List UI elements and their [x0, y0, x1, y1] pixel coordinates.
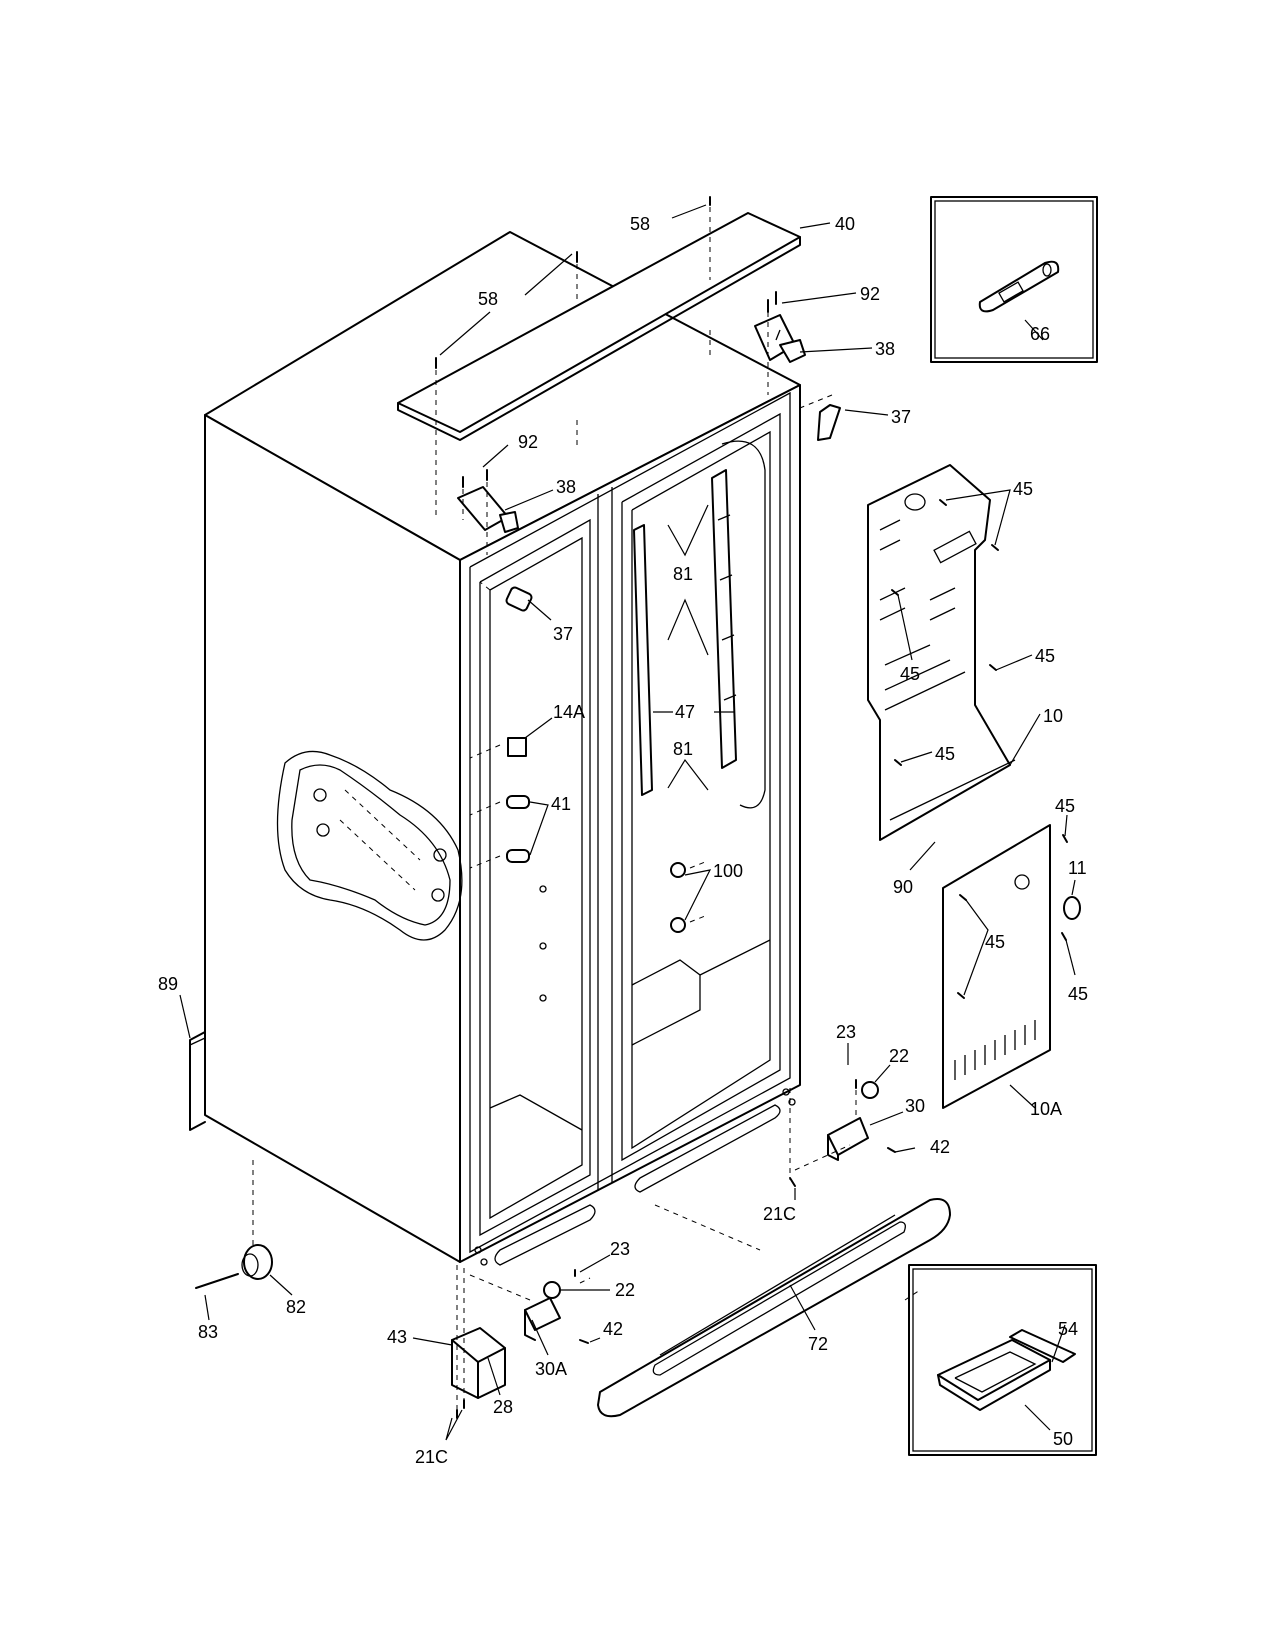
- callout-92-right: 92: [860, 284, 880, 304]
- callout-21C-right: 21C: [763, 1204, 796, 1224]
- callout-45-f: 45: [985, 932, 1005, 952]
- callout-labels: 58 40 58 92 38 37 92 38 37 81 47 14A 41 …: [158, 214, 1088, 1467]
- inset-box-54-50: [908, 1264, 1097, 1456]
- callout-47: 47: [675, 702, 695, 722]
- callout-45-g: 45: [1068, 984, 1088, 1004]
- callout-42-right: 42: [930, 1137, 950, 1157]
- callout-72: 72: [808, 1334, 828, 1354]
- callout-42-left: 42: [603, 1319, 623, 1339]
- access-panel-10A: [942, 824, 1051, 1109]
- plug-11: [1063, 896, 1081, 920]
- screws: [435, 196, 1068, 1419]
- side-bracket-89: [189, 1031, 206, 1131]
- callout-54: 54: [1058, 1319, 1078, 1339]
- callout-50: 50: [1053, 1429, 1073, 1449]
- callout-23-left: 23: [610, 1239, 630, 1259]
- callout-43: 43: [387, 1327, 407, 1347]
- callout-45-b: 45: [900, 664, 920, 684]
- leader-lines: [179, 204, 1076, 1441]
- side-panel-artwork: [276, 750, 463, 941]
- callout-10A: 10A: [1030, 1099, 1062, 1119]
- callout-22-left: 22: [615, 1280, 635, 1300]
- callout-38-left: 38: [556, 477, 576, 497]
- cabinet: [204, 231, 801, 1266]
- alignment-lines: [252, 207, 921, 1410]
- callout-82: 82: [286, 1297, 306, 1317]
- callout-92-left: 92: [518, 432, 538, 452]
- callout-45-e: 45: [1055, 796, 1075, 816]
- callout-90: 90: [893, 877, 913, 897]
- toe-grille-72: [597, 1198, 951, 1418]
- leveler-82: [195, 1244, 273, 1289]
- callout-40: 40: [835, 214, 855, 234]
- switch-14A: [507, 737, 527, 757]
- callout-22-right: 22: [889, 1046, 909, 1066]
- inset-box-66: [930, 196, 1098, 363]
- callout-89: 89: [158, 974, 178, 994]
- callout-100: 100: [713, 861, 743, 881]
- callout-37-left: 37: [553, 624, 573, 644]
- callout-83: 83: [198, 1322, 218, 1342]
- top-hinge-left: [457, 486, 519, 533]
- callout-10: 10: [1043, 706, 1063, 726]
- callout-45-a: 45: [1013, 479, 1033, 499]
- callout-21C-left: 21C: [415, 1447, 448, 1467]
- callout-45-d: 45: [935, 744, 955, 764]
- callout-23-right: 23: [836, 1022, 856, 1042]
- callout-37-top: 37: [891, 407, 911, 427]
- callout-14A: 14A: [553, 702, 585, 722]
- bottom-hinge-right-30: [827, 1081, 879, 1161]
- callout-45-c: 45: [1035, 646, 1055, 666]
- callout-38-right: 38: [875, 339, 895, 359]
- rear-panel-10: [867, 464, 1016, 841]
- callout-81-lower: 81: [673, 739, 693, 759]
- callout-30: 30: [905, 1096, 925, 1116]
- top-hinge-right: [754, 314, 806, 363]
- shelf-supports-100: [670, 862, 686, 933]
- top-cover-40: [397, 212, 801, 441]
- callout-41: 41: [551, 794, 571, 814]
- shelf-rails-47: [633, 469, 737, 796]
- door-stop-37-top: [817, 404, 841, 441]
- shelf-pins-41: [506, 795, 530, 863]
- callout-28: 28: [493, 1397, 513, 1417]
- callout-58-top: 58: [630, 214, 650, 234]
- callout-58-left: 58: [478, 289, 498, 309]
- callout-30A: 30A: [535, 1359, 567, 1379]
- callout-11: 11: [1068, 858, 1087, 878]
- door-stop-37-left: [505, 586, 533, 612]
- callout-81-upper: 81: [673, 564, 693, 584]
- callout-66: 66: [1030, 324, 1050, 344]
- hinge-block-43-28: [451, 1327, 506, 1399]
- bottom-hinge-left-30A: [524, 1281, 561, 1341]
